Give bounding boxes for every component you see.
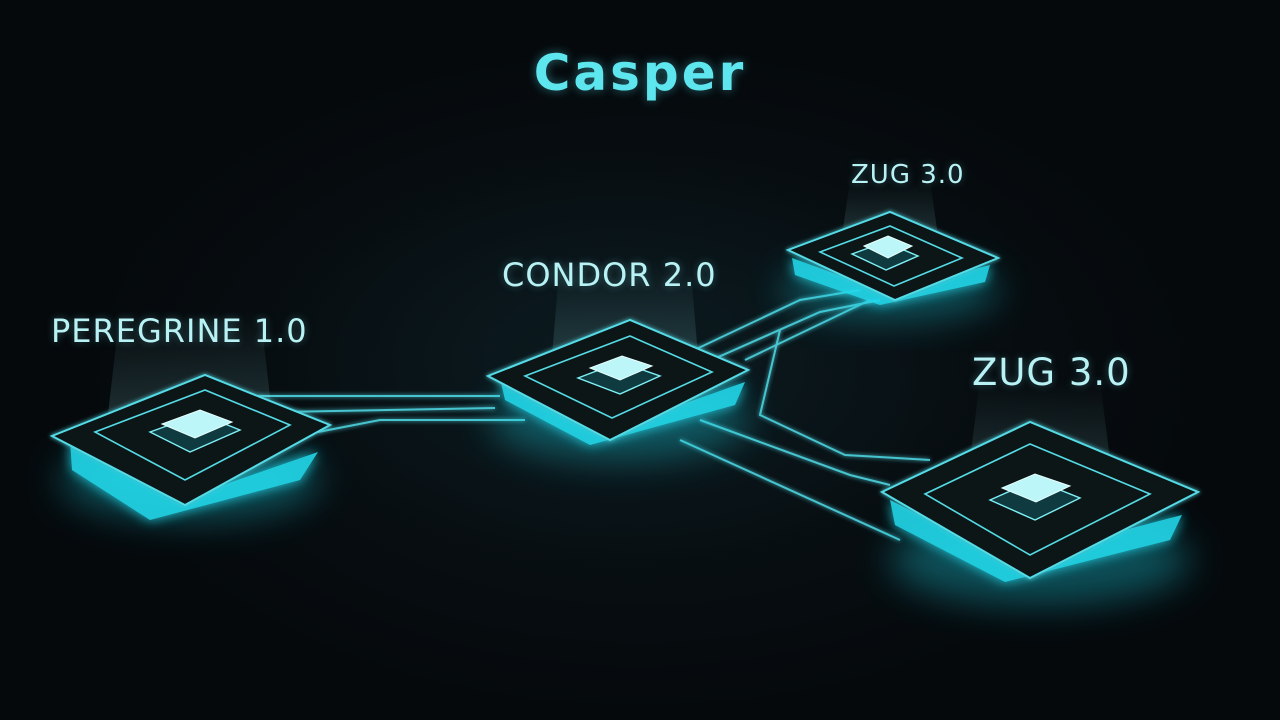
node-peregrine (49, 310, 333, 520)
node-condor (485, 260, 751, 460)
trace-peregrine-condor-2 (279, 407, 496, 413)
node-label-zug-large: ZUG 3.0 (972, 351, 1131, 394)
node-label-zug-small: ZUG 3.0 (851, 160, 965, 190)
node-zug-small (780, 180, 1001, 320)
trace-peregrine-condor-3 (317, 419, 525, 433)
trace-condor-zug-large-1 (758, 329, 931, 461)
node-label-condor: CONDOR 2.0 (502, 256, 717, 294)
brand-logo: Casper (533, 44, 747, 102)
trace-condor-zug-large-3 (679, 439, 901, 541)
node-zug-large (879, 380, 1201, 605)
trace-condor-zug-large-2 (699, 419, 891, 486)
node-label-peregrine: PEREGRINE 1.0 (51, 312, 308, 350)
